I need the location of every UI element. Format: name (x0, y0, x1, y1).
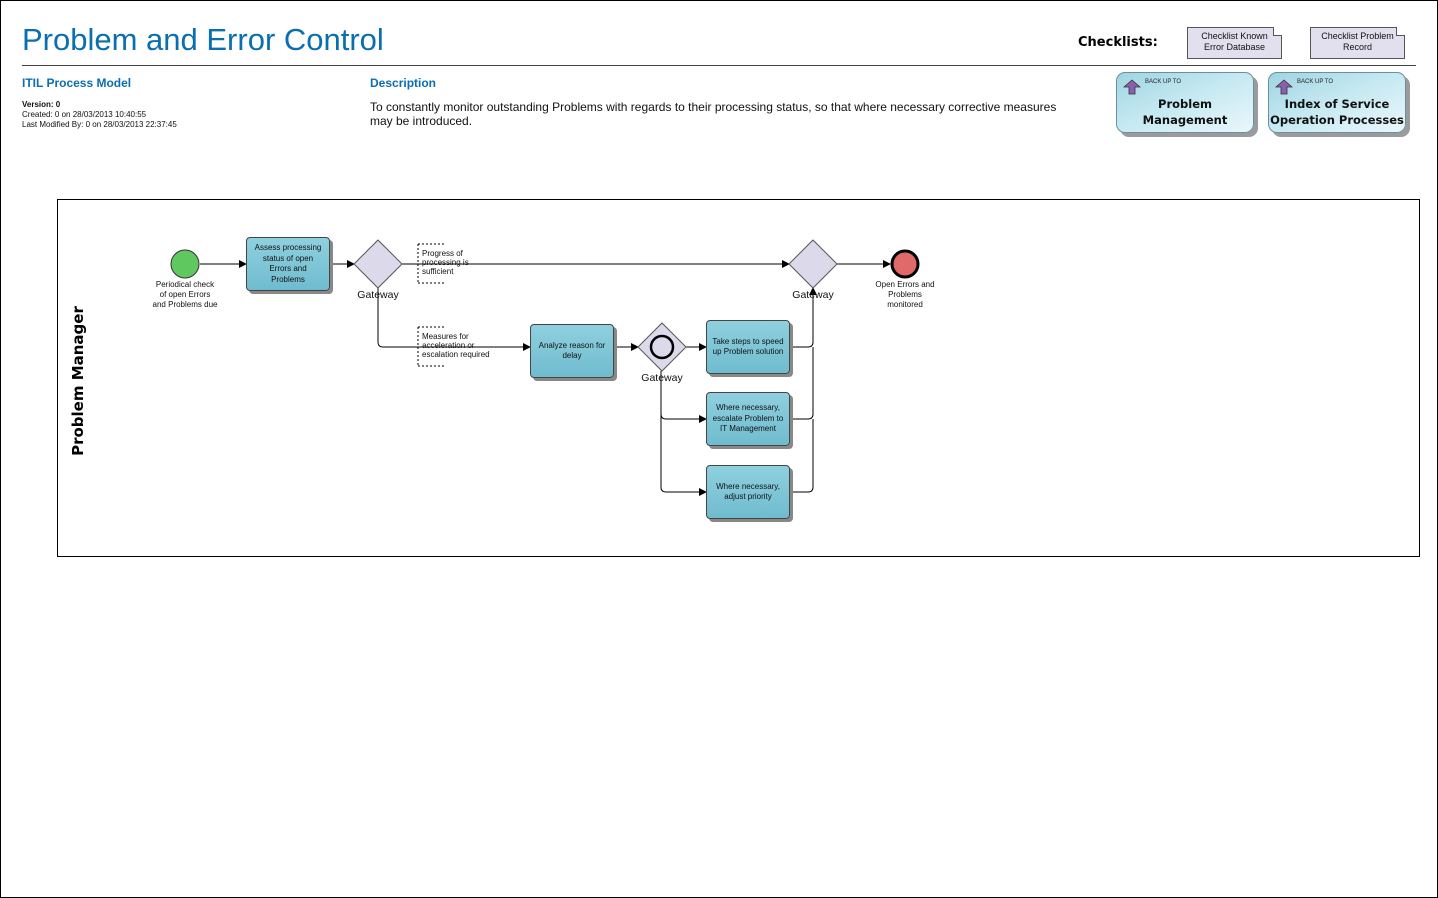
task-analyze-reason-for-delay[interactable]: Analyze reason for delay (530, 324, 614, 378)
process-model-label: ITIL Process Model (22, 76, 132, 90)
version-text: Version: 0 (22, 100, 61, 109)
flow-escalate-to-merge (791, 347, 814, 420)
label-line: and Problems due (152, 300, 218, 309)
back-up-target-line1: Index of Service (1284, 97, 1390, 111)
task-line: Assess processing (254, 243, 322, 252)
label-line: Periodical check (155, 280, 215, 289)
task-escalate-to-it-management[interactable]: Where necessary, escalate Problem to IT … (706, 392, 790, 446)
label-line: Open Errors and (875, 280, 935, 289)
merge-gateway (788, 239, 838, 289)
task-line: Problems (271, 274, 305, 284)
back-up-label: BACK UP TO (1145, 79, 1182, 85)
task-line: up Problem solution (712, 347, 784, 356)
checklist-line: Checklist Problem (1321, 31, 1394, 41)
task-line: Errors and (269, 264, 307, 273)
annotation-line: Progress of (422, 249, 463, 258)
flow-gateway2-to-priority (660, 371, 707, 496)
checklist-problem-record-link[interactable]: Checklist Problem Record (1310, 27, 1405, 59)
gateway-label: Gateway (792, 289, 834, 301)
task-line: Take steps to speed (712, 336, 784, 346)
start-event-label: Periodical check of open Errors and Prob… (140, 280, 230, 310)
task-line: delay (562, 351, 582, 360)
label-line: of open Errors (159, 290, 211, 299)
back-up-label: BACK UP TO (1297, 79, 1334, 85)
annotation-line: sufficient (422, 267, 454, 276)
checklist-line: Record (1342, 42, 1372, 52)
annotation-line: processing is (422, 258, 469, 267)
task-line: adjust priority (724, 492, 772, 501)
flow-priority-to-merge (791, 419, 814, 493)
label-line: Problems (888, 290, 922, 299)
start-event (170, 249, 200, 279)
back-up-target: Problem Management (1142, 97, 1228, 127)
back-up-target-line2: Operation Processes (1270, 113, 1404, 127)
end-event (890, 249, 920, 279)
back-up-problem-management-button[interactable]: BACK UP TO Problem Management (1116, 72, 1254, 133)
task-line: IT Management (720, 424, 776, 434)
page-title: Problem and Error Control (22, 22, 384, 57)
checklist-line: Error Database (1203, 42, 1266, 52)
swimlane-pool (57, 199, 1420, 557)
task-assess-processing-status[interactable]: Assess processing status of open Errors … (246, 237, 330, 291)
task-line: Where necessary, (716, 403, 780, 413)
annotation-line: Measures for (422, 332, 469, 341)
header-divider (22, 65, 1416, 66)
checklist-known-error-database-link[interactable]: Checklist Known Error Database (1187, 27, 1282, 59)
task-line: Analyze reason for (538, 340, 606, 350)
back-up-index-button[interactable]: BACK UP TO Index of Service Operation Pr… (1268, 72, 1406, 133)
description-text: To constantly monitor outstanding Proble… (370, 100, 1057, 128)
inclusive-gateway-circle-icon (649, 334, 675, 360)
annotation-progress-sufficient: Progress of processing is sufficient (422, 249, 469, 276)
modified-text: Last Modified By: 0 on 28/03/2013 22:37:… (22, 120, 177, 129)
exclusive-gateway (353, 239, 403, 289)
annotation-line: acceleration or (422, 341, 475, 350)
task-line: escalate Problem to (712, 413, 784, 423)
task-line: status of open (262, 253, 314, 263)
annotation-measures-required: Measures for acceleration or escalation … (422, 332, 490, 359)
created-text: Created: 0 on 28/03/2013 10:40:55 (22, 110, 147, 119)
flow-speed-to-merge (791, 287, 817, 348)
gateway-label: Gateway (641, 372, 683, 384)
flow-gateway-to-analyze (377, 288, 531, 351)
end-event-label: Open Errors and Problems monitored (865, 280, 945, 310)
label-line: monitored (887, 300, 923, 309)
checklists-label: Checklists: (1078, 35, 1158, 50)
annotation-bracket (417, 326, 446, 367)
up-arrow-icon (1123, 79, 1141, 95)
task-speed-up-problem-solution[interactable]: Take steps to speed up Problem solution (706, 320, 790, 374)
task-adjust-priority[interactable]: Where necessary, adjust priority (706, 465, 790, 519)
gateway-label: Gateway (357, 289, 399, 301)
annotation-bracket (417, 243, 446, 284)
up-arrow-icon (1275, 79, 1293, 95)
task-line: Where necessary, (716, 481, 780, 491)
checklist-line: Checklist Known (1201, 31, 1268, 41)
description-title: Description (370, 76, 437, 90)
annotation-line: escalation required (422, 350, 490, 359)
